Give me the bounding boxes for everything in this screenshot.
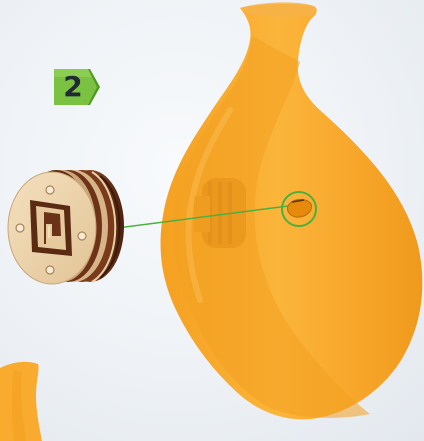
- wooden-mechanism-part: [8, 170, 124, 284]
- screw-hole: [78, 232, 86, 240]
- screw-hole: [46, 266, 54, 274]
- screw-hole: [16, 224, 24, 232]
- step-badge: 2: [54, 69, 100, 105]
- screw-hole: [46, 186, 54, 194]
- step-number: 2: [54, 69, 92, 105]
- vase-partial: [0, 362, 42, 441]
- vase: [161, 2, 423, 419]
